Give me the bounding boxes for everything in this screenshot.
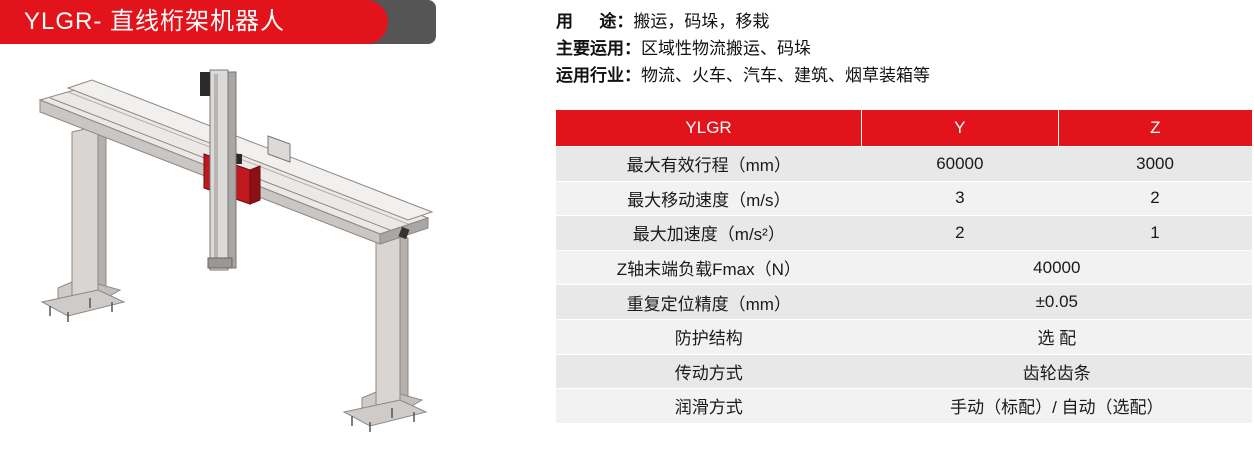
info-usage-label-char1: 用 [556,12,600,31]
info-usage-label: 用途： [556,8,633,35]
table-row: Z轴末端负载Fmax（N） 40000 [556,249,1252,285]
row-value: ±0.05 [861,284,1252,320]
spec-table-header: YLGR Y Z [556,110,1252,147]
table-row: 最大移动速度（m/s） 3 2 [556,180,1252,216]
info-main-application-label: 主要运用： [556,39,641,58]
title-bar: YLGR- 直线桁架机器人 [0,0,436,44]
row-y-value: 2 [861,215,1059,251]
row-label: 最大加速度（m/s²） [556,215,862,251]
row-label: 重复定位精度（mm） [556,284,862,320]
info-main-application-value: 区域性物流搬运、码垛 [641,39,811,58]
info-usage-label-char2: 途： [599,12,634,31]
row-value: 40000 [861,249,1252,285]
row-z-value: 2 [1058,180,1252,216]
table-row: 重复定位精度（mm） ±0.05 [556,284,1252,320]
table-row: 传动方式 齿轮齿条 [556,353,1252,389]
spec-table: YLGR Y Z 最大有效行程（mm） 60000 3000 最大移动速度（m/… [556,110,1252,423]
row-label: 传动方式 [556,353,862,389]
z-axis-column [200,69,237,271]
table-row: 润滑方式 手动（标配）/ 自动（选配） [556,388,1252,423]
row-value: 选 配 [861,318,1252,355]
header-z-axis: Z [1057,110,1252,147]
info-usage: 用途：搬运，码垛，移栽 [556,8,1236,35]
row-z-value: 1 [1058,215,1252,251]
row-value: 齿轮齿条 [861,353,1252,389]
right-leg [342,233,428,432]
table-row: 最大有效行程（mm） 60000 3000 [556,146,1252,182]
table-row: 最大加速度（m/s²） 2 1 [556,215,1252,251]
table-row: 防护结构 选 配 [556,318,1252,355]
product-info: 用途：搬运，码垛，移栽 主要运用：区域性物流搬运、码垛 运用行业：物流、火车、汽… [556,8,1236,89]
row-label: Z轴末端负载Fmax（N） [556,249,862,285]
info-industries-label: 运用行业： [556,66,641,85]
header-model: YLGR [556,110,862,147]
page-title: YLGR- 直线桁架机器人 [24,8,286,35]
info-main-application: 主要运用：区域性物流搬运、码垛 [556,35,1236,62]
row-label: 最大有效行程（mm） [556,146,862,182]
row-label: 防护结构 [556,318,862,355]
info-usage-value: 搬运，码垛，移栽 [633,12,770,31]
row-label: 润滑方式 [556,388,862,423]
row-value: 手动（标配）/ 自动（选配） [861,388,1252,423]
row-z-value: 3000 [1058,146,1252,182]
info-industries: 运用行业：物流、火车、汽车、建筑、烟草装箱等 [556,62,1236,89]
gantry-robot-illustration [38,69,434,432]
title-bar-background: YLGR- 直线桁架机器人 [0,0,388,44]
row-label: 最大移动速度（m/s） [556,180,862,216]
info-industries-value: 物流、火车、汽车、建筑、烟草装箱等 [641,66,930,85]
row-y-value: 60000 [861,146,1059,182]
row-y-value: 3 [861,180,1059,216]
left-leg [40,125,126,322]
header-y-axis: Y [861,110,1059,147]
